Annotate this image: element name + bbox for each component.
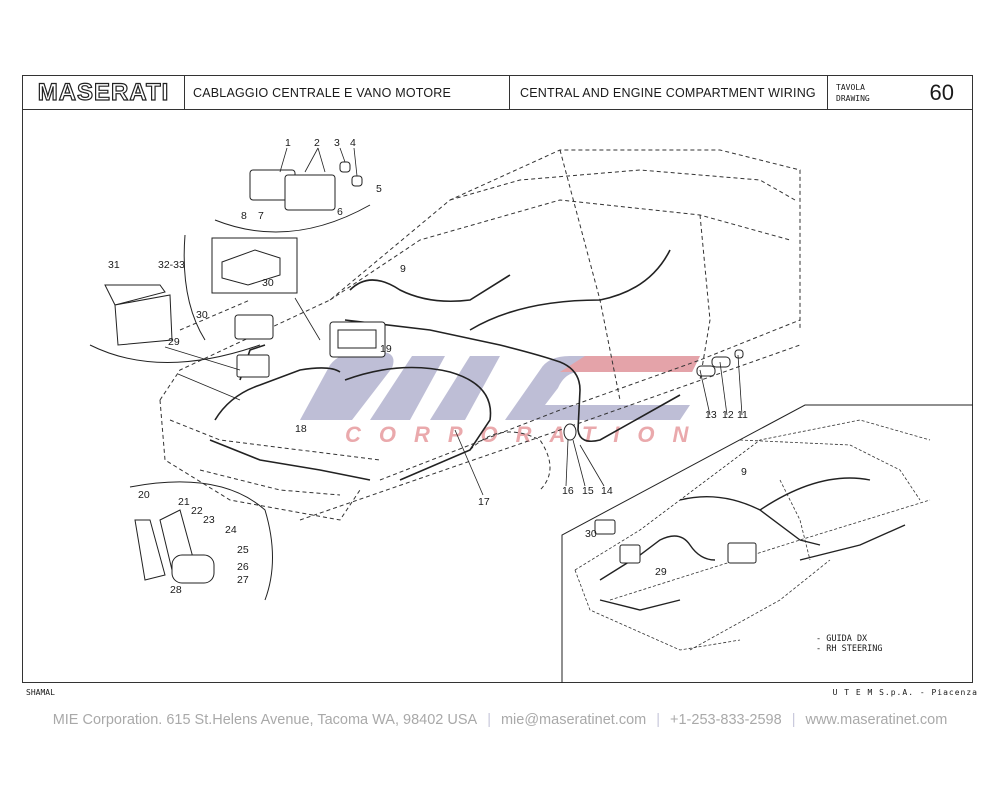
contact-email[interactable]: mie@maseratinet.com — [500, 712, 647, 728]
contact-bar: MIE Corporation. 615 St.Helens Avenue, T… — [52, 712, 948, 728]
svg-text:2: 2 — [314, 137, 320, 149]
svg-text:20: 20 — [138, 489, 150, 501]
svg-text:16: 16 — [562, 485, 574, 497]
drawing-number-cell: TAVOLA DRAWING 60 — [828, 76, 972, 109]
drawing-number: 60 — [929, 79, 954, 105]
svg-text:29: 29 — [168, 336, 180, 348]
svg-text:14: 14 — [601, 485, 613, 497]
svg-text:17: 17 — [478, 496, 490, 508]
svg-text:11: 11 — [737, 409, 748, 421]
contact-address: MIE Corporation. 615 St.Helens Avenue, T… — [52, 712, 478, 728]
brand-cell: MASERATI — [23, 76, 185, 109]
rh-steering-inset: 9 29 30 - GUIDA DX - RH STEERING — [561, 404, 973, 683]
svg-text:9: 9 — [400, 263, 406, 275]
svg-text:23: 23 — [203, 514, 215, 526]
maserati-logo: MASERATI — [37, 78, 170, 106]
title-english: CENTRAL AND ENGINE COMPARTMENT WIRING — [510, 76, 828, 109]
svg-text:7: 7 — [258, 210, 264, 222]
svg-text:27: 27 — [237, 574, 249, 586]
inset-callout-30: 30 — [585, 528, 597, 540]
svg-text:26: 26 — [237, 561, 249, 573]
svg-text:32-33: 32-33 — [158, 259, 185, 271]
svg-text:18: 18 — [295, 423, 307, 435]
wiring-diagram: CORPORATION — [89, 137, 973, 683]
svg-text:CORPORATION: CORPORATION — [345, 422, 706, 447]
title-italian: CABLAGGIO CENTRALE E VANO MOTORE — [185, 76, 510, 109]
contact-phone: +1-253-833-2598 — [670, 712, 782, 728]
model-name: SHAMAL — [26, 688, 55, 697]
svg-text:13: 13 — [705, 409, 717, 421]
svg-text:15: 15 — [582, 485, 594, 497]
inset-callout-9: 9 — [741, 466, 747, 478]
svg-text:3: 3 — [334, 137, 340, 149]
svg-text:22: 22 — [191, 505, 203, 517]
car-outline — [159, 149, 801, 521]
svg-text:5: 5 — [376, 183, 382, 195]
svg-text:1: 1 — [285, 137, 291, 149]
svg-text:30: 30 — [196, 309, 208, 321]
svg-text:21: 21 — [178, 496, 190, 508]
svg-text:28: 28 — [170, 584, 182, 596]
mie-watermark: CORPORATION — [300, 352, 706, 447]
svg-text:24: 24 — [225, 524, 237, 536]
title-block: MASERATI CABLAGGIO CENTRALE E VANO MOTOR… — [22, 75, 973, 110]
drawing-label-en: DRAWING — [836, 93, 870, 103]
detail-arcs — [89, 204, 371, 601]
inset-callout-29: 29 — [655, 566, 667, 578]
svg-text:19: 19 — [380, 343, 392, 355]
wiring-harness — [209, 249, 681, 481]
svg-text:4: 4 — [350, 137, 356, 149]
svg-text:8: 8 — [241, 210, 247, 222]
svg-text:31: 31 — [108, 259, 120, 271]
drawing-labels: TAVOLA DRAWING — [836, 82, 870, 104]
contact-website[interactable]: www.maseratinet.com — [805, 712, 948, 728]
publisher: U T E M S.p.A. - Piacenza — [832, 688, 978, 697]
drawing-label-it: TAVOLA — [836, 82, 865, 92]
svg-text:30: 30 — [262, 277, 274, 289]
leader-lines — [164, 147, 743, 496]
svg-text:25: 25 — [237, 544, 249, 556]
inset-note-italian: - GUIDA DX — [816, 634, 868, 644]
components — [104, 161, 744, 584]
callout-numbers: 1 2 3 4 5 6 7 8 9 11 12 13 14 15 16 17 1… — [108, 137, 748, 596]
inset-note-english: - RH STEERING — [816, 644, 883, 654]
svg-text:12: 12 — [722, 409, 734, 421]
svg-text:6: 6 — [337, 206, 343, 218]
